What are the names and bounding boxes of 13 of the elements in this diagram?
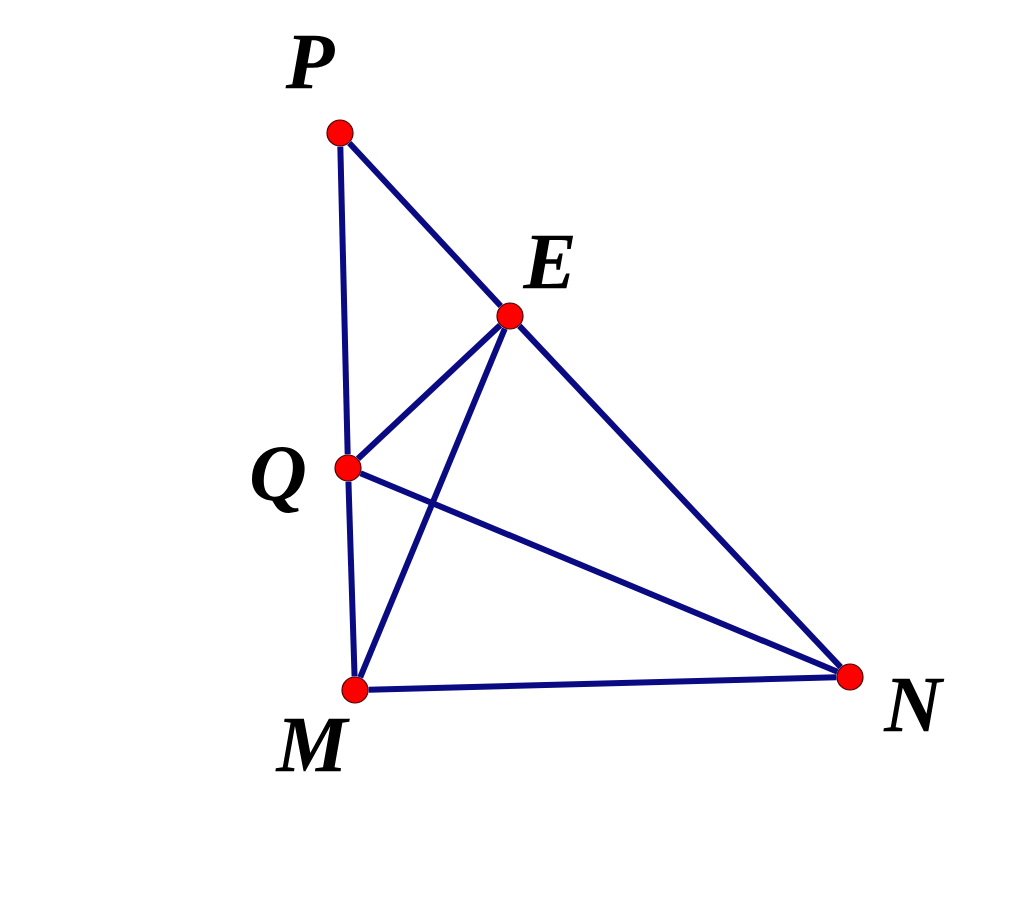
point-label: E bbox=[522, 235, 574, 289]
line-segment bbox=[517, 323, 843, 670]
point-label: N bbox=[883, 678, 945, 732]
line-segment bbox=[368, 674, 837, 693]
line-segment bbox=[345, 481, 358, 677]
line-segment bbox=[347, 140, 503, 309]
point-label: M bbox=[275, 718, 350, 772]
point-label: Q bbox=[252, 447, 305, 513]
point-label: P bbox=[285, 35, 335, 89]
line-segment bbox=[357, 327, 508, 679]
line-segment bbox=[359, 470, 839, 675]
line-segment bbox=[355, 323, 503, 461]
line-segment bbox=[337, 146, 351, 455]
